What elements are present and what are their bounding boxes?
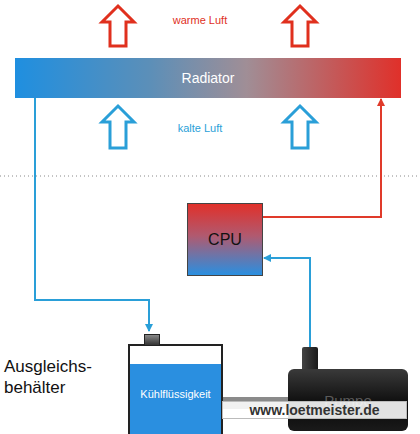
coolant-fill: Kühlflüssigkeit [130,364,221,434]
pump-body: Pumpe [288,369,408,431]
warm-arrow [102,6,134,46]
expansion-tank: KühlflüssigkeitAusgleichs- behälter [128,344,223,434]
watermark: www.loetmeister.de [222,401,407,419]
flow-connector [264,258,310,347]
node-label: Radiator [182,70,235,86]
cold-arrow [102,106,134,148]
flow-connector [263,99,381,217]
cold-arrow [284,106,316,148]
cpu-box: CPU [187,203,263,276]
warm-air-arrows [102,6,316,46]
radiator-bar: Radiator [15,58,401,98]
pump-nozzle [302,347,318,369]
air-label: kalte Luft [160,122,240,134]
tank-cap [144,334,160,346]
flow-connector [35,98,149,331]
node-label: Ausgleichs- behälter [4,356,124,399]
node-body: Kühlflüssigkeit [130,388,221,400]
warm-arrow [284,6,316,46]
air-label: warme Luft [160,14,240,26]
cold-air-arrows [102,106,316,148]
node-label: CPU [208,231,242,249]
dotted-divider [0,176,420,177]
